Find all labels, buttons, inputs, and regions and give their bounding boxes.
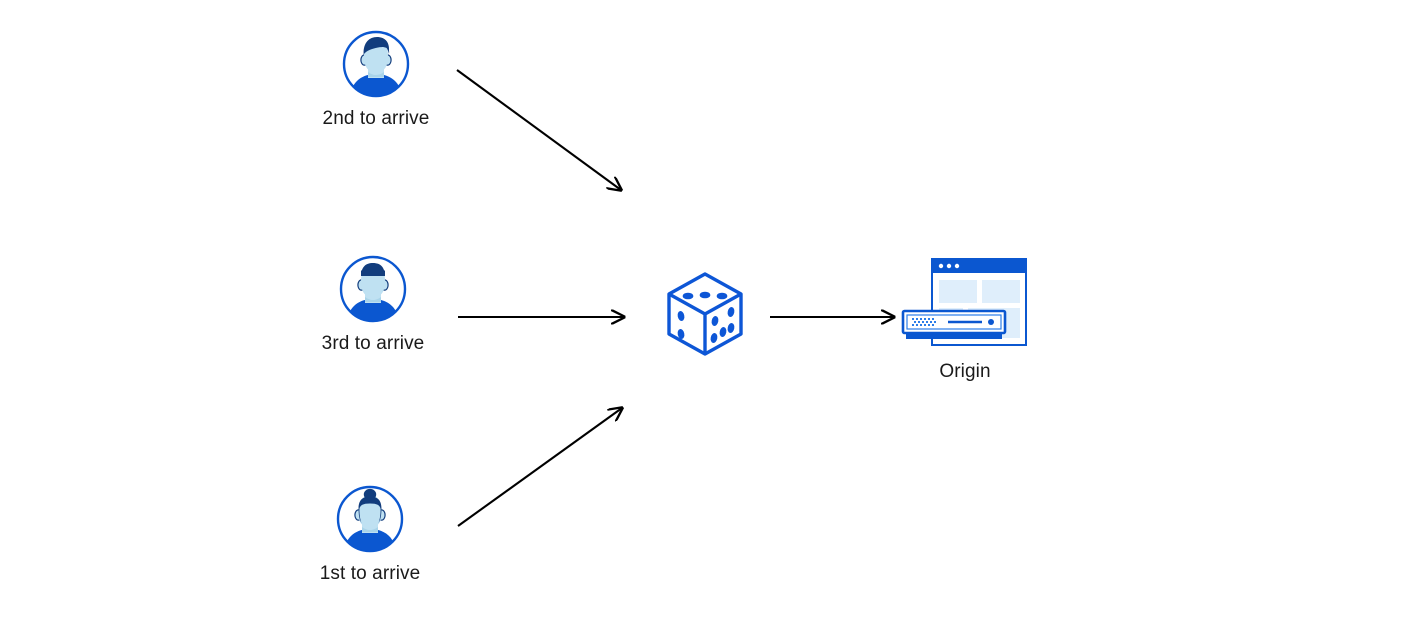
node-origin[interactable]: Origin <box>900 255 1030 384</box>
dice-icon <box>655 264 755 364</box>
user-avatar-icon <box>337 253 409 325</box>
user-avatar-icon <box>334 483 406 555</box>
node-label: Origin <box>939 361 991 382</box>
edge-visitor2-dice <box>456 69 621 190</box>
user-avatar-icon <box>340 28 412 100</box>
node-label: 2nd to arrive <box>322 108 430 129</box>
origin-server-icon <box>900 255 1030 355</box>
node-label: 3rd to arrive <box>321 333 425 354</box>
server-device-icon <box>901 309 1007 339</box>
node-visitor-1st[interactable]: 1st to arrive <box>298 483 442 586</box>
node-visitor-3rd[interactable]: 3rd to arrive <box>301 253 445 356</box>
edge-visitor1-dice <box>457 408 622 527</box>
node-visitor-2nd[interactable]: 2nd to arrive <box>304 28 448 131</box>
node-dice[interactable] <box>655 264 755 364</box>
node-label: 1st to arrive <box>319 563 421 584</box>
